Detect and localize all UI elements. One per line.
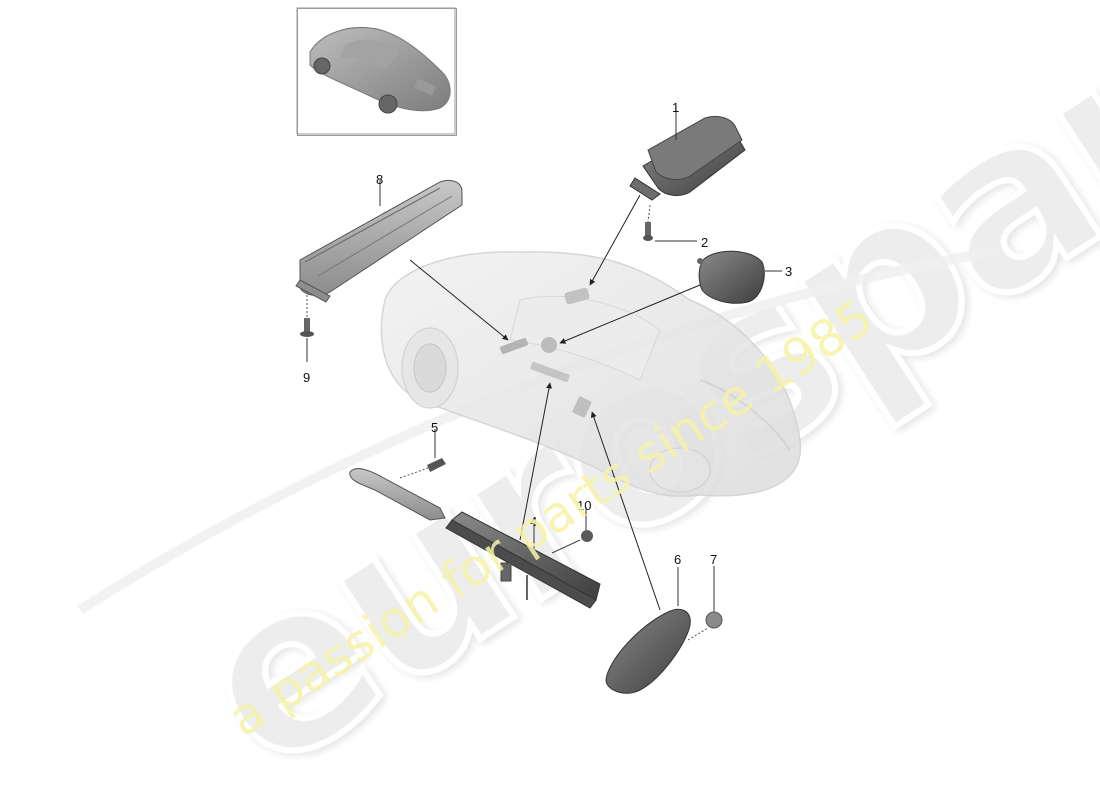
vehicle-overview-thumbnail[interactable] — [297, 8, 457, 136]
part-6-knee-airbag[interactable] — [605, 567, 691, 694]
callout-10[interactable]: 10 — [577, 498, 592, 513]
callout-6[interactable]: 6 — [674, 552, 682, 567]
part-7-nut[interactable] — [687, 566, 723, 641]
part-4-side-airbag[interactable] — [349, 468, 601, 609]
ghost-car-body — [380, 251, 802, 498]
callout-5[interactable]: 5 — [431, 420, 439, 435]
callout-4[interactable]: 4 — [530, 514, 538, 529]
part-5-bolt[interactable] — [399, 429, 446, 479]
part-3-round-airbag[interactable] — [697, 250, 782, 304]
part-9-screw[interactable] — [300, 295, 314, 362]
callout-7[interactable]: 7 — [710, 552, 718, 567]
part-2-screw[interactable] — [643, 204, 697, 242]
part-10-nut[interactable] — [551, 507, 593, 554]
part-1-airbag-module[interactable] — [629, 108, 746, 201]
thumbnail-car-drawing — [296, 7, 456, 135]
callout-9[interactable]: 9 — [303, 370, 311, 385]
callout-8[interactable]: 8 — [376, 172, 384, 187]
callout-3[interactable]: 3 — [785, 264, 793, 279]
leader-lines — [409, 194, 701, 611]
callout-1[interactable]: 1 — [672, 100, 680, 115]
part-8-curtain-airbag[interactable] — [295, 179, 463, 303]
callout-2[interactable]: 2 — [701, 235, 709, 250]
